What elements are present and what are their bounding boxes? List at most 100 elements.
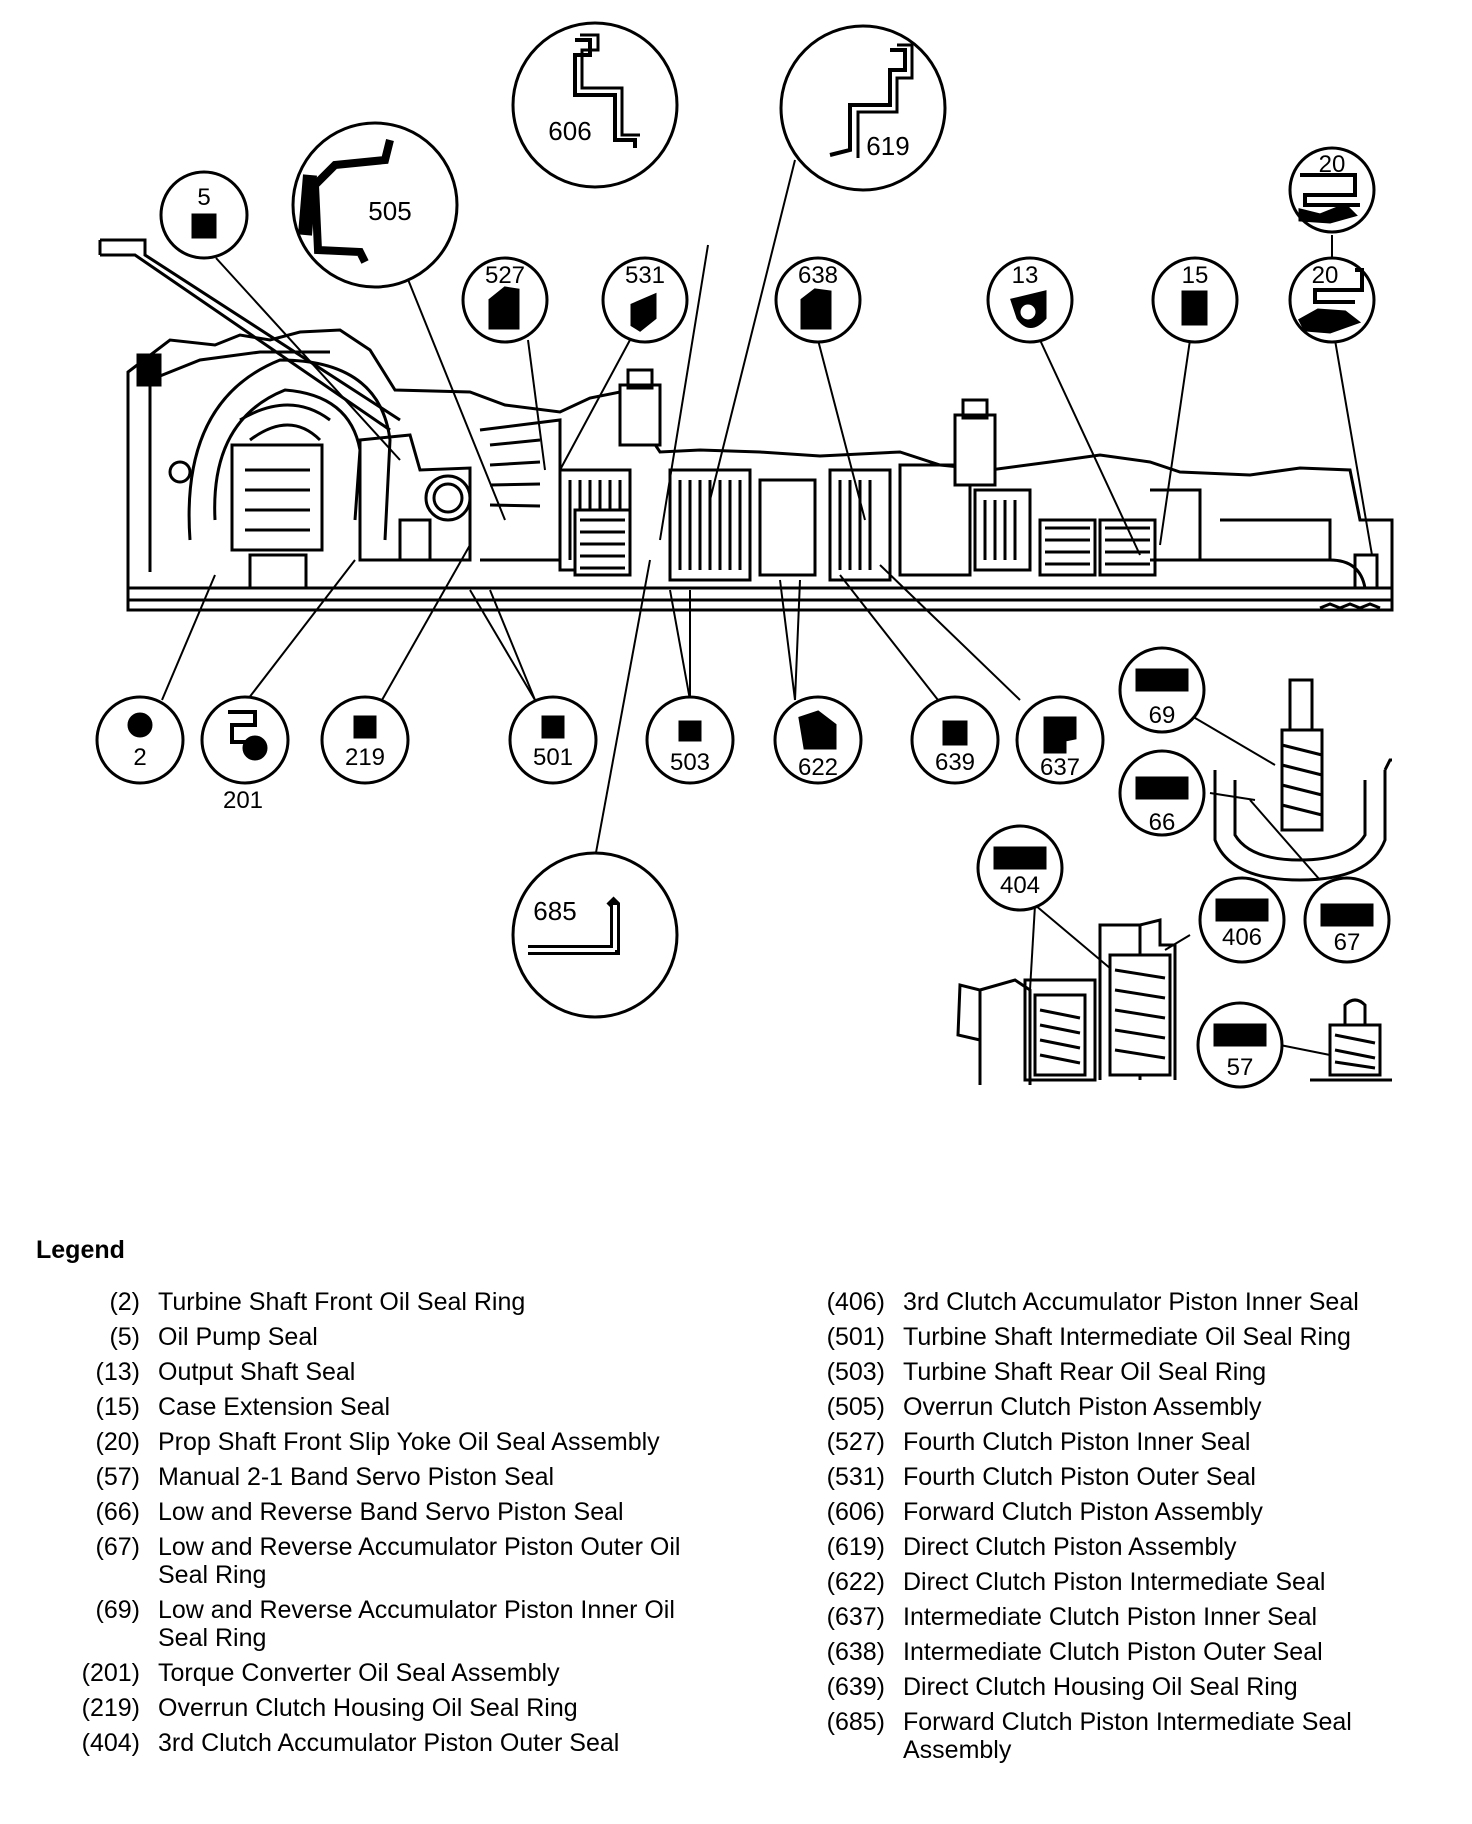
- legend-number: (5): [109, 1323, 140, 1351]
- callout-label: 201: [223, 787, 263, 814]
- callout-622: 622: [773, 695, 863, 785]
- legend-number: (15): [95, 1393, 140, 1421]
- legend-entry: (201) Torque Converter Oil Seal Assembly: [60, 1659, 720, 1687]
- callout-label: 57: [1227, 1054, 1254, 1081]
- legend-number: (201): [81, 1659, 140, 1687]
- callout-label: 2: [133, 744, 146, 771]
- legend-description: Overrun Clutch Housing Oil Seal Ring: [158, 1694, 578, 1722]
- legend-description: Overrun Clutch Piston Assembly: [903, 1393, 1262, 1421]
- callout-639: 639: [910, 695, 1000, 785]
- legend-description: Fourth Clutch Piston Outer Seal: [903, 1463, 1256, 1491]
- callout-label: 13: [1012, 262, 1039, 289]
- legend-entry: (638)Intermediate Clutch Piston Outer Se…: [805, 1638, 1445, 1666]
- callout-5: 5: [159, 170, 249, 260]
- servo-inset: [956, 918, 1177, 1085]
- callout-503: 503: [645, 695, 735, 785]
- callout-label: 606: [548, 116, 591, 146]
- callout-66: 66: [1118, 749, 1206, 837]
- legend-description: Forward Clutch Piston Assembly: [903, 1498, 1263, 1526]
- callout-638: 638: [774, 256, 862, 344]
- callout-637: 637: [1015, 695, 1105, 785]
- legend-description: Turbine Shaft Front Oil Seal Ring: [158, 1288, 526, 1316]
- callout-label: 685: [533, 896, 576, 926]
- callout-13: 13: [986, 256, 1074, 344]
- legend-column-right: (406)3rd Clutch Accumulator Piston Inner…: [805, 1288, 1445, 1771]
- servo-stems: [618, 368, 997, 487]
- legend-description: Turbine Shaft Rear Oil Seal Ring: [903, 1358, 1267, 1386]
- callout-label: 66: [1149, 809, 1176, 836]
- callout-label: 622: [798, 754, 838, 781]
- callout-label: 501: [533, 744, 573, 771]
- legend-entry: (20)Prop Shaft Front Slip Yoke Oil Seal …: [60, 1428, 720, 1456]
- callout-label: 639: [935, 749, 975, 776]
- callout-label: 638: [798, 262, 838, 289]
- legend-number: (69): [95, 1596, 140, 1624]
- legend-description: Intermediate Clutch Piston Inner Seal: [903, 1603, 1318, 1631]
- legend-entry: (5)Oil Pump Seal: [60, 1323, 720, 1351]
- accumulator-inset: [1213, 678, 1392, 882]
- legend-description: Low and Reverse Accumulator Piston Inner…: [158, 1596, 675, 1652]
- legend-entry: (531)Fourth Clutch Piston Outer Seal: [805, 1463, 1445, 1491]
- legend-entry: (619)Direct Clutch Piston Assembly: [805, 1533, 1445, 1561]
- legend-entry: (501)Turbine Shaft Intermediate Oil Seal…: [805, 1323, 1445, 1351]
- callout-69: 69: [1118, 646, 1206, 734]
- legend-number: (13): [95, 1358, 140, 1386]
- legend-description: Torque Converter Oil Seal Assembly: [158, 1659, 560, 1687]
- callout-20-upper: 20: [1288, 146, 1376, 234]
- legend-number: (527): [826, 1428, 885, 1456]
- legend-description: Direct Clutch Piston Intermediate Seal: [903, 1568, 1326, 1596]
- callout-label: 20: [1312, 262, 1339, 289]
- legend-number: (639): [826, 1673, 885, 1701]
- legend-number: (66): [95, 1498, 140, 1526]
- legend-entry: (637) Intermediate Clutch Piston Inner Se…: [805, 1603, 1445, 1631]
- callout-label: 637: [1040, 754, 1080, 781]
- legend-number: (67): [95, 1533, 140, 1561]
- legend-description: Prop Shaft Front Slip Yoke Oil Seal Asse…: [158, 1428, 660, 1456]
- callout-219: 219: [320, 695, 410, 785]
- legend-entry: (67) Low and Reverse Accumulator Piston O…: [60, 1533, 720, 1589]
- callout-606: 606: [511, 21, 679, 189]
- transmission-cross-section: [98, 238, 1394, 612]
- legend-entry: (69) Low and Reverse Accumulator Piston I…: [60, 1596, 720, 1652]
- legend-number: (503): [826, 1358, 885, 1386]
- callout-201: 201: [200, 695, 290, 814]
- legend-description: Fourth Clutch Piston Inner Seal: [903, 1428, 1251, 1456]
- legend-number: (606): [826, 1498, 885, 1526]
- callout-501: 501: [508, 695, 598, 785]
- legend-description: Low and Reverse Accumulator Piston Outer…: [158, 1533, 681, 1589]
- torque-converter: [136, 353, 392, 590]
- callout-label: 406: [1222, 924, 1262, 951]
- callout-406: 406: [1198, 876, 1286, 964]
- legend-entry: (404)3rd Clutch Accumulator Piston Outer…: [60, 1729, 720, 1757]
- legend-entry: (2)Turbine Shaft Front Oil Seal Ring: [60, 1288, 720, 1316]
- legend-entry: (685)Forward Clutch Piston Intermediate …: [805, 1708, 1445, 1764]
- legend-number: (637): [826, 1603, 885, 1631]
- legend-entry: (622) Direct Clutch Piston Intermediate S…: [805, 1568, 1445, 1596]
- legend-description: Turbine Shaft Intermediate Oil Seal Ring: [903, 1323, 1351, 1351]
- legend-number: (57): [95, 1463, 140, 1491]
- transmission-seal-diagram: 5 505 527 531 606 619 638 13: [95, 21, 1394, 1089]
- callout-label: 15: [1182, 262, 1209, 289]
- callout-label: 619: [866, 131, 909, 161]
- callout-label: 219: [345, 744, 385, 771]
- legend-entry: (527) Fourth Clutch Piston Inner Seal: [805, 1428, 1445, 1456]
- callout-15: 15: [1151, 256, 1239, 344]
- legend-number: (505): [826, 1393, 885, 1421]
- callout-505: 505: [291, 121, 459, 289]
- legend-column-left: (2)Turbine Shaft Front Oil Seal Ring (5)…: [60, 1288, 720, 1764]
- legend-description: Direct Clutch Housing Oil Seal Ring: [903, 1673, 1298, 1701]
- legend-number: (619): [826, 1533, 885, 1561]
- legend-number: (404): [81, 1729, 140, 1757]
- callout-label: 67: [1334, 929, 1361, 956]
- legend-number: (638): [826, 1638, 885, 1666]
- legend-entry: (503) Turbine Shaft Rear Oil Seal Ring: [805, 1358, 1445, 1386]
- legend-description: 3rd Clutch Accumulator Piston Inner Seal: [903, 1288, 1359, 1316]
- callout-label: 20: [1319, 151, 1346, 178]
- callout-20-lower: 20: [1288, 256, 1376, 344]
- callout-label: 503: [670, 749, 710, 776]
- callout-67: 67: [1303, 876, 1391, 964]
- legend-entry: (57)Manual 2-1 Band Servo Piston Seal: [60, 1463, 720, 1491]
- legend-number: (622): [826, 1568, 885, 1596]
- callout-527: 527: [461, 256, 549, 344]
- legend-entry: (15)Case Extension Seal: [60, 1393, 720, 1421]
